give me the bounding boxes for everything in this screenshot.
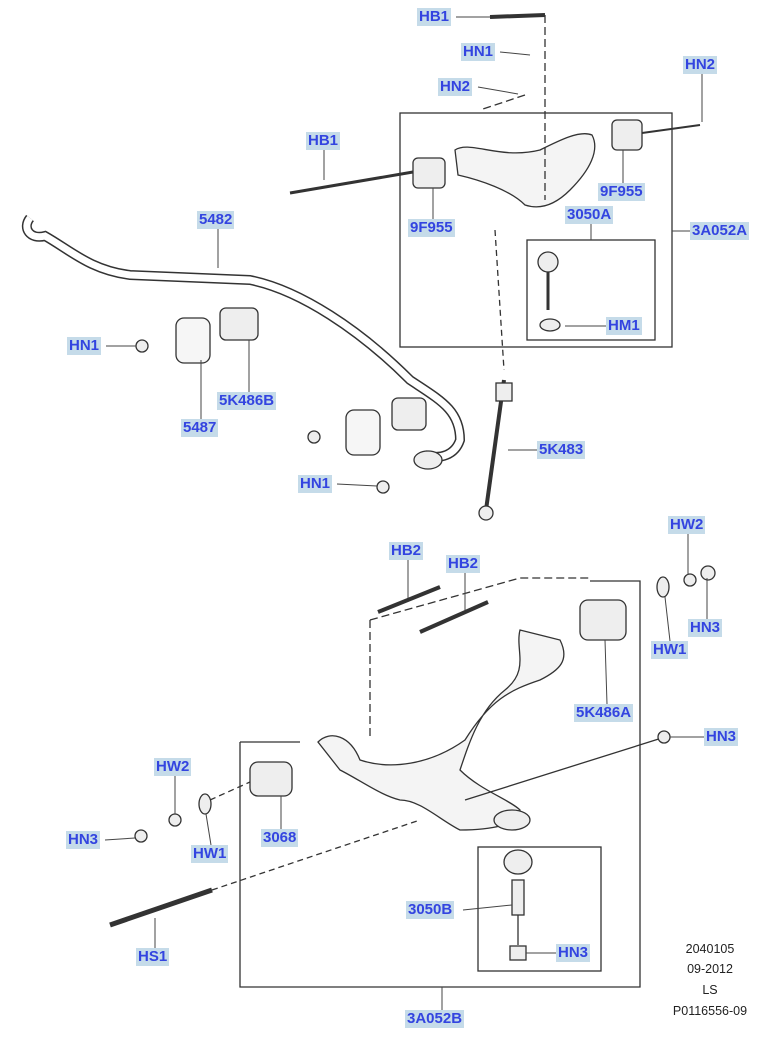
label-5k483: 5K483 [537,441,586,459]
reference-region: LS [702,983,718,997]
label-hb1-top: HB1 [417,8,452,26]
label-5482: 5482 [197,211,235,229]
label-hn3-left: HN3 [66,831,101,849]
label-hn3-right: HN3 [704,728,739,746]
label-hn1-mid: HN1 [298,475,333,493]
upper-arm-group-box [399,112,673,348]
label-3068: 3068 [261,829,299,847]
bushing-5k486a [579,599,627,641]
bushing-9f955-right [611,119,643,151]
label-3050b: 3050B [406,901,455,919]
label-hb1-left: HB1 [306,132,341,150]
reference-part-ref: P0116556-09 [672,1004,748,1018]
label-hn1-left: HN1 [67,337,102,355]
label-hm1: HM1 [606,317,642,335]
ball-joint-3050b-box [477,846,602,972]
label-5k486a: 5K486A [574,704,634,722]
label-3a052a: 3A052A [690,222,750,240]
label-hb2-a: HB2 [389,542,424,560]
label-hn2-right: HN2 [683,56,718,74]
label-hw1-left: HW1 [191,845,229,863]
bushing-3068 [249,761,293,797]
label-hw2-left: HW2 [154,758,192,776]
label-hn2-top: HN2 [438,78,473,96]
bushing-9f955-left [412,157,446,189]
reference-date: 09-2012 [687,962,733,976]
label-5k486b: 5K486B [217,392,277,410]
lower-control-arm [317,629,565,831]
label-hn1-top: HN1 [461,43,496,61]
reference-code: 2040105 [685,942,735,956]
label-hn3-right-top: HN3 [688,619,723,637]
label-9f955-left: 9F955 [408,219,455,237]
label-hb2-b: HB2 [446,555,481,573]
label-3a052b: 3A052B [405,1010,465,1028]
label-hs1: HS1 [136,948,170,966]
label-9f955-right: 9F955 [598,183,645,201]
upper-control-arm [454,133,596,208]
label-hw2-right: HW2 [668,516,706,534]
label-hn3-inner: HN3 [556,944,591,962]
lower-arm-group-box [239,580,641,988]
label-3050a: 3050A [565,206,614,224]
label-5487: 5487 [181,419,219,437]
label-hw1-right: HW1 [651,641,689,659]
